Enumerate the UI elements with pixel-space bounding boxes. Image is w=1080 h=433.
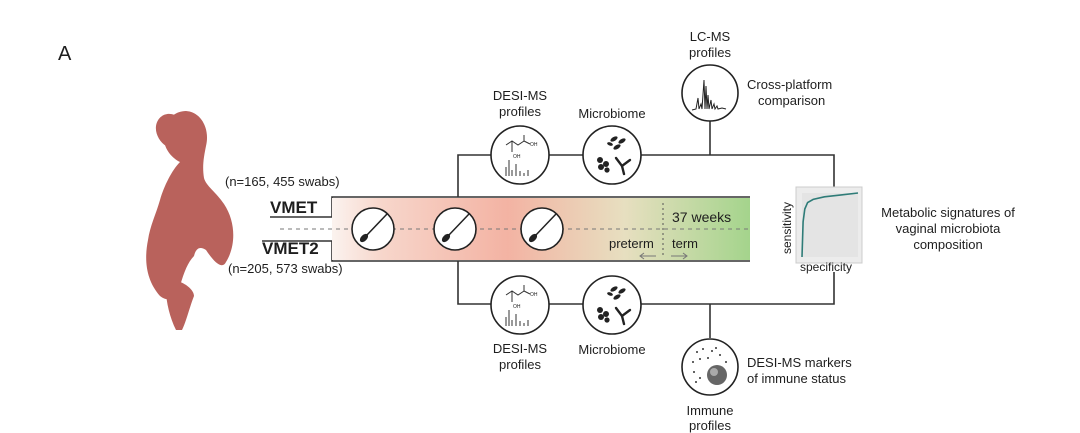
roc-y-label: sensitivity	[780, 202, 794, 254]
swab-icon	[433, 207, 477, 251]
immune-markers-label-2: of immune status	[747, 371, 846, 386]
preterm-arrow	[639, 252, 656, 260]
top-desi-label: DESI-MS	[493, 88, 548, 103]
roc-plot	[795, 186, 863, 264]
microbiome-icon	[582, 125, 642, 185]
lcms-label-2: profiles	[689, 45, 731, 60]
top-microbiome-label: Microbiome	[578, 106, 645, 121]
cohort-top-name: VMET	[270, 198, 318, 217]
outcome-line-2: vaginal microbiota	[896, 221, 1002, 236]
microbiome-icon	[582, 275, 642, 335]
bottom-desi-label-2: profiles	[499, 357, 541, 372]
oh-label: OH	[530, 142, 538, 148]
cohort-bottom-count: (n=205, 573 swabs)	[228, 261, 343, 276]
bottom-desi-label: DESI-MS	[493, 341, 548, 356]
cross-platform-label-2: comparison	[758, 93, 825, 108]
cross-platform-label: Cross-platform	[747, 77, 832, 92]
panel-label: A	[58, 43, 72, 65]
cohort-bottom-name: VMET2	[262, 239, 319, 258]
oh-label-small: OH	[513, 304, 521, 310]
roc-x-label: specificity	[800, 260, 852, 274]
top-desi-label-2: profiles	[499, 104, 541, 119]
term-label: term	[672, 236, 698, 251]
roc-curve	[801, 192, 859, 258]
immune-label: Immune	[687, 403, 734, 418]
term-arrow	[671, 252, 688, 260]
cohort-top-count: (n=165, 455 swabs)	[225, 174, 340, 189]
pregnant-woman-icon	[146, 111, 234, 330]
swab-icon	[520, 207, 564, 251]
oh-label: OH	[530, 292, 538, 298]
desi-ms-spectrum-icon: OH OH	[490, 125, 550, 185]
outcome-line-3: composition	[913, 237, 982, 252]
immune-markers-label: DESI-MS markers	[747, 355, 852, 370]
outcome-line-1: Metabolic signatures of	[881, 205, 1015, 220]
lcms-label: LC-MS	[690, 29, 731, 44]
immune-cell-icon	[681, 338, 739, 396]
immune-label-2: profiles	[689, 418, 731, 433]
oh-label-small: OH	[513, 154, 521, 160]
week-37-label: 37 weeks	[672, 209, 731, 225]
bottom-microbiome-label: Microbiome	[578, 342, 645, 357]
preterm-label: preterm	[609, 236, 654, 251]
swab-icon	[351, 207, 395, 251]
lcms-chromatogram-icon	[681, 64, 739, 122]
desi-ms-spectrum-icon: OH OH	[490, 275, 550, 335]
branch-connectors	[457, 120, 835, 338]
